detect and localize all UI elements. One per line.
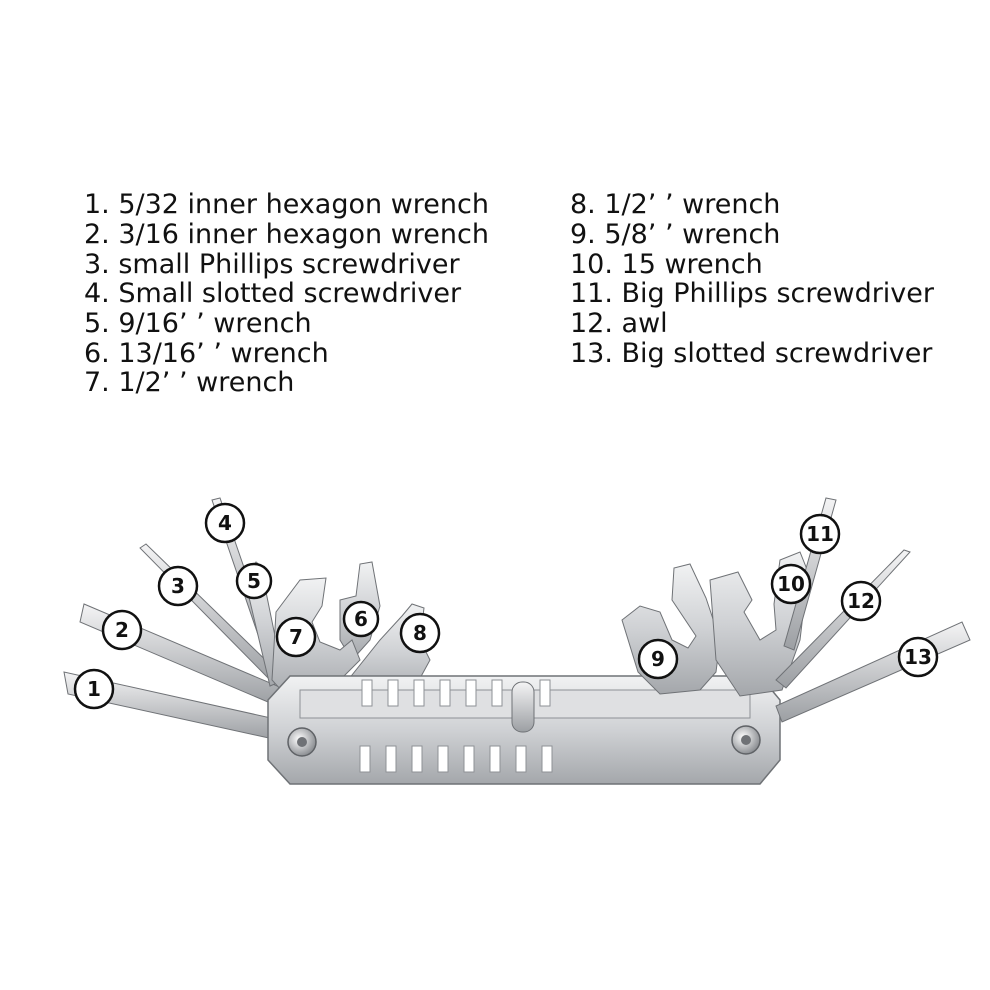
callout-4-circle [204, 502, 246, 544]
callout-7-circle [275, 616, 317, 658]
callout-8-circle [399, 612, 441, 654]
tool-13-slotted-screwdriver [775, 621, 971, 723]
callout-10-label: 10 [777, 572, 805, 596]
tool-12-awl [775, 549, 911, 689]
callout-11-circle [799, 513, 841, 555]
callout-3-label: 3 [171, 574, 185, 598]
callout-5-circle [235, 562, 273, 600]
callout-12-label: 12 [847, 589, 875, 613]
callout-13-label: 13 [904, 645, 932, 669]
legend-item-13: 13. Big slotted screwdriver [570, 338, 933, 369]
legend-item-4: 4. Small slotted screwdriver [84, 278, 462, 309]
legend-item-3: 3. small Phillips screwdriver [84, 249, 460, 280]
callout-10-circle [770, 563, 812, 605]
legend-item-10: 10. 15 wrench [570, 249, 763, 280]
callout-7-label: 7 [289, 625, 303, 649]
callout-1-circle [73, 668, 115, 710]
callout-2-circle [101, 609, 143, 651]
callout-5-label: 5 [247, 569, 261, 593]
callout-9-label: 9 [651, 647, 665, 671]
legend-item-8: 8. 1/2’ ’ wrench [570, 189, 781, 220]
callout-4-label: 4 [218, 511, 232, 535]
callout-2-label: 2 [115, 618, 129, 642]
legend-item-7: 7. 1/2’ ’ wrench [84, 367, 295, 398]
legend-item-5: 5. 9/16’ ’ wrench [84, 308, 312, 339]
callout-12-circle [840, 580, 882, 622]
legend-item-12: 12. awl [570, 308, 668, 339]
callout-6-circle [342, 600, 380, 638]
callout-13-circle [897, 636, 939, 678]
legend-item-9: 9. 5/8’ ’ wrench [570, 219, 781, 250]
callout-3-circle [157, 565, 199, 607]
callout-6-label: 6 [354, 607, 368, 631]
legend-item-6: 6. 13/16’ ’ wrench [84, 338, 329, 369]
callout-8-label: 8 [413, 621, 427, 645]
legend-item-1: 1. 5/32 inner hexagon wrench [84, 189, 489, 220]
callout-11-label: 11 [806, 522, 834, 546]
legend-item-11: 11. Big Phillips screwdriver [570, 278, 934, 309]
callout-1-label: 1 [87, 677, 101, 701]
callout-9-circle [637, 638, 679, 680]
legend-item-2: 2. 3/16 inner hexagon wrench [84, 219, 489, 250]
multitool-body [267, 675, 781, 785]
